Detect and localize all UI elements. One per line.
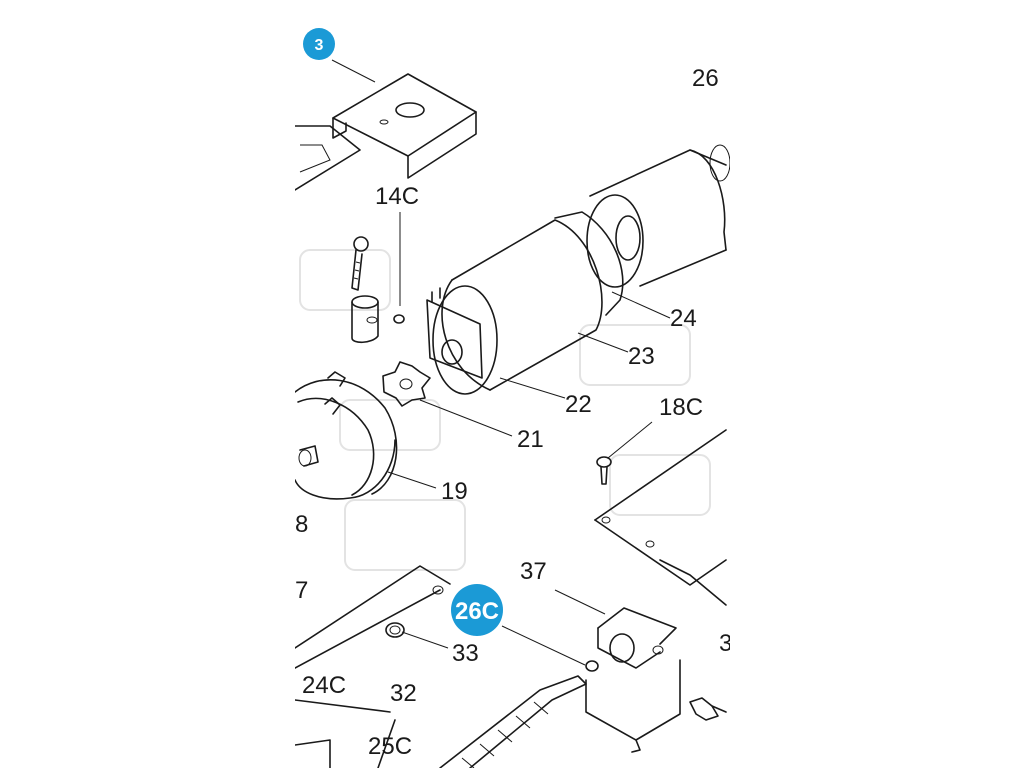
motor-housing-part[interactable]	[586, 144, 730, 288]
part-label-25c: 25C	[368, 733, 412, 760]
part-label-21: 21	[517, 426, 544, 453]
leader-lines	[331, 59, 671, 666]
diagram-reference-number: 3	[315, 37, 324, 54]
highlighted-part-badge[interactable]: 26C	[451, 584, 503, 636]
part-label-3: 3	[719, 630, 732, 657]
part-label-14c: 14C	[375, 183, 419, 210]
part-label-23: 23	[628, 343, 655, 370]
part-label-19: 19	[441, 478, 468, 505]
mount-bracket-part[interactable]	[585, 607, 681, 753]
part-label-37: 37	[520, 558, 547, 585]
part-label-8: 8	[295, 511, 308, 538]
gear-housing-part[interactable]	[295, 371, 398, 500]
frame-bar-part[interactable]	[295, 565, 451, 713]
coupling-part[interactable]	[382, 361, 431, 407]
lower-frame-part	[295, 719, 396, 768]
screw-part[interactable]	[596, 456, 612, 485]
part-label-24c: 24C	[302, 672, 346, 699]
part-label-32: 32	[390, 680, 417, 707]
part-label-24: 24	[670, 305, 697, 332]
threaded-shaft-part[interactable]	[439, 660, 599, 768]
part-label-22: 22	[565, 391, 592, 418]
bushing-part[interactable]	[385, 622, 405, 638]
end-plate-part[interactable]	[426, 285, 498, 395]
part-label-7: 7	[295, 577, 308, 604]
hinge-plate-part[interactable]	[594, 429, 727, 606]
highlighted-part-circle[interactable]	[451, 584, 503, 636]
part-label-26: 26	[692, 65, 719, 92]
key-lock-part[interactable]	[351, 236, 405, 344]
side-plate-top	[295, 125, 361, 191]
bracket-cover-part[interactable]	[332, 73, 477, 179]
diagram-reference-badge: 3	[303, 28, 335, 60]
bolt-part[interactable]	[689, 697, 727, 721]
part-label-33: 33	[452, 640, 479, 667]
diagram-reference-circle	[303, 28, 335, 60]
part-label-18c: 18C	[659, 394, 703, 421]
watermark	[299, 249, 711, 571]
part-labels: 26 14C 24 23 22 18C 21 19 8 37 7 33 3 24…	[295, 65, 732, 760]
highlighted-part-number[interactable]: 26C	[455, 598, 499, 625]
stator-part[interactable]	[441, 211, 624, 391]
